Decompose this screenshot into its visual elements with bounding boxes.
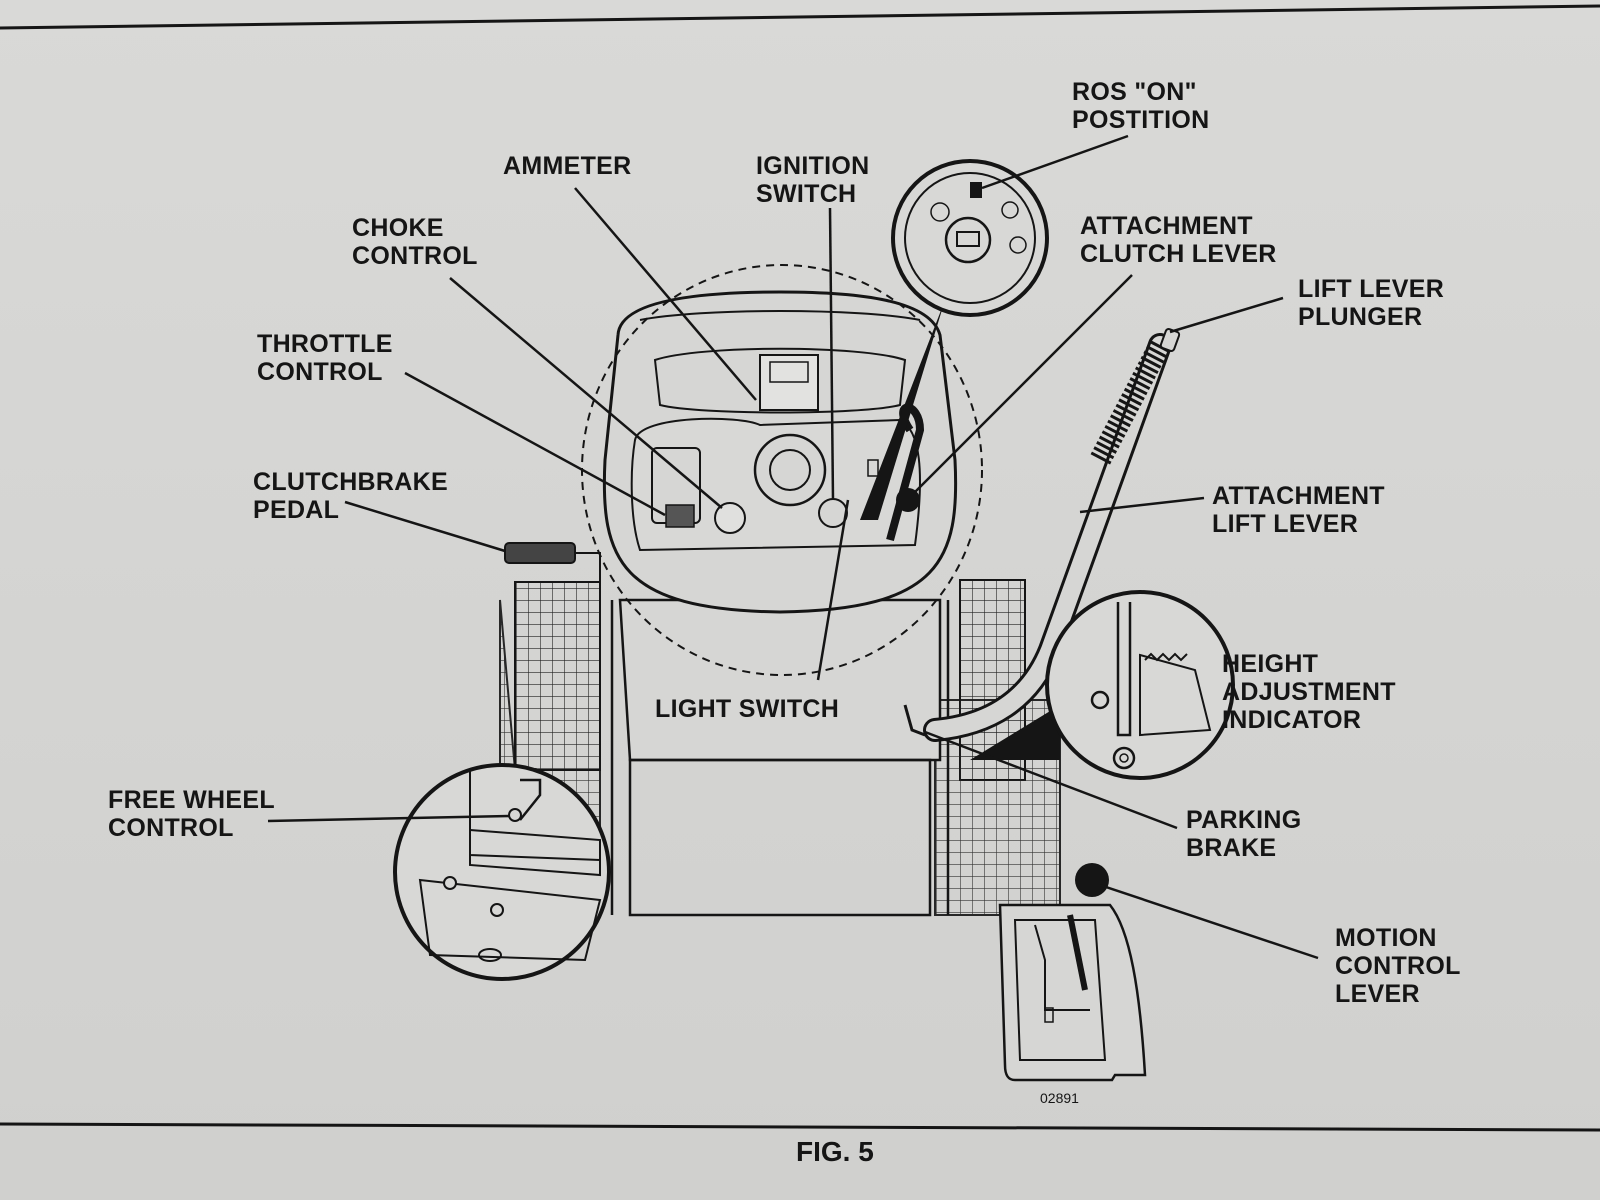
label-ros-on-position: ROS "ON"POSTITION bbox=[1072, 78, 1210, 134]
leader-attachment-clutch bbox=[914, 274, 1133, 493]
label-ammeter: AMMETER bbox=[503, 152, 632, 180]
leader-lift-plunger bbox=[1169, 296, 1284, 334]
ros-detail-circle bbox=[860, 159, 1049, 520]
bottom-rule bbox=[0, 1122, 1600, 1132]
attachment-lift-lever bbox=[923, 328, 1181, 742]
leader-free-wheel bbox=[267, 814, 511, 823]
top-rule bbox=[0, 4, 1600, 30]
height-adjustment-detail-circle bbox=[970, 590, 1235, 780]
leader-ammeter bbox=[574, 187, 757, 401]
leader-throttle bbox=[404, 371, 666, 517]
part-number: 02891 bbox=[1040, 1090, 1079, 1106]
tractor-body bbox=[610, 598, 950, 917]
label-light-switch: LIGHT SWITCH bbox=[655, 695, 840, 723]
choke-knob bbox=[714, 502, 746, 534]
leader-choke bbox=[449, 277, 723, 509]
leader-motion-control bbox=[1099, 883, 1319, 960]
parking-brake-handle bbox=[903, 704, 926, 737]
leader-ros-on bbox=[981, 134, 1129, 190]
clutchbrake-pedal bbox=[504, 542, 601, 665]
leader-attachment-lift bbox=[1079, 496, 1205, 514]
leader-light-switch bbox=[816, 499, 850, 681]
dashboard bbox=[581, 264, 983, 676]
motion-control-panel bbox=[998, 863, 1147, 1082]
ignition-key bbox=[818, 498, 848, 528]
leader-lines bbox=[267, 134, 1319, 960]
leader-ignition bbox=[828, 207, 835, 501]
leader-clutchbrake bbox=[344, 500, 506, 553]
figure-label: FIG. 5 bbox=[796, 1136, 874, 1167]
leader-parking-brake bbox=[924, 730, 1178, 830]
free-wheel-detail-circle bbox=[393, 763, 611, 981]
